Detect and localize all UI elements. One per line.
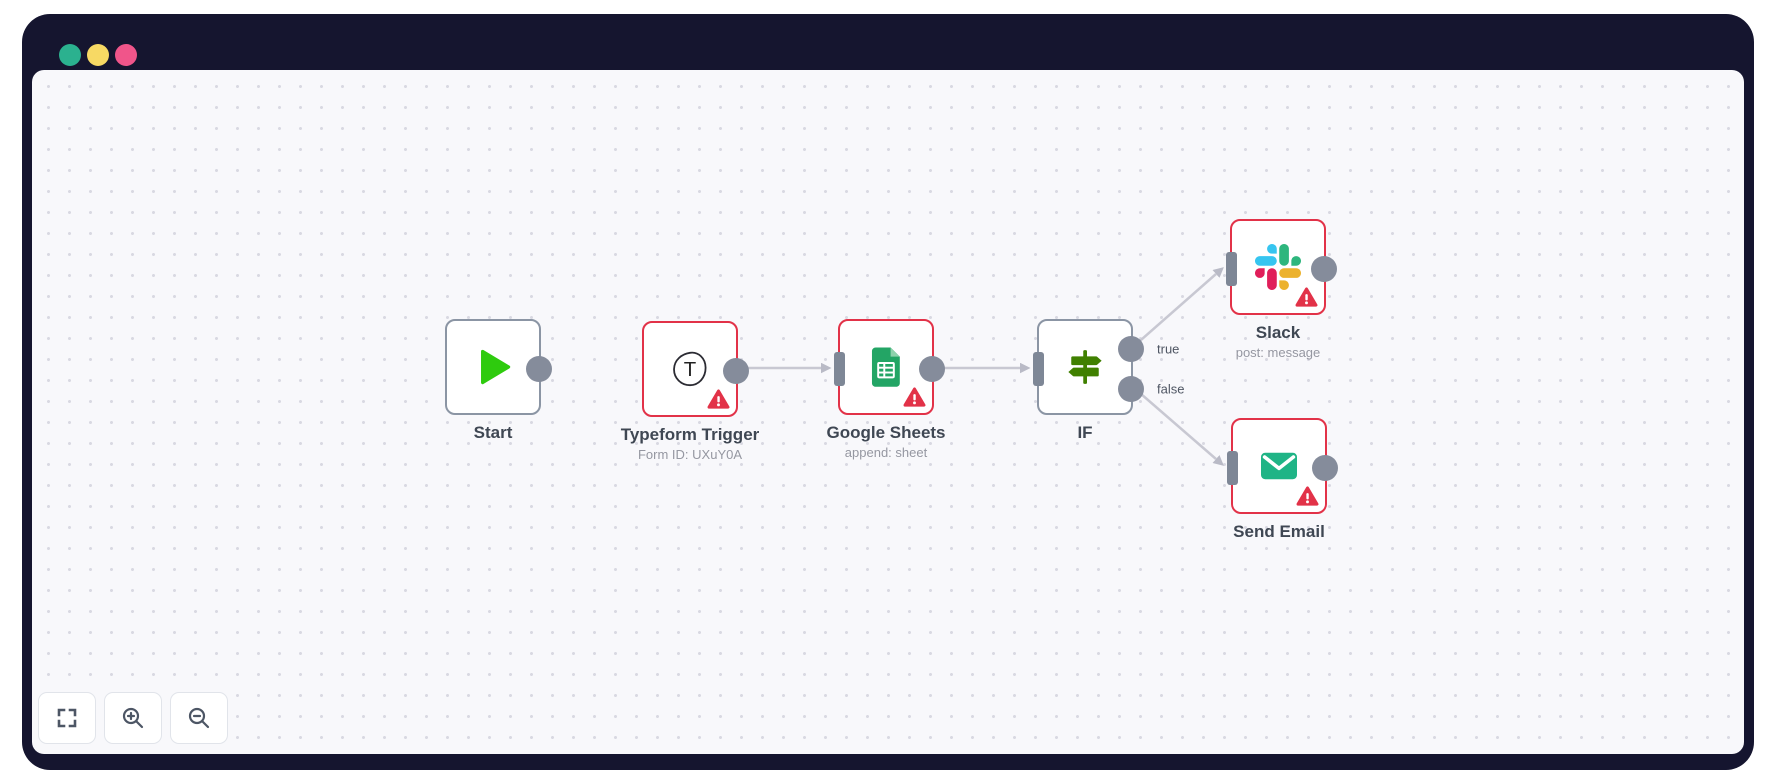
node-title: Google Sheets — [826, 423, 946, 442]
play-icon — [481, 349, 511, 385]
typeform-icon: T — [673, 351, 707, 387]
node-google-sheets[interactable]: Google Sheets append: sheet — [826, 319, 946, 460]
output-port[interactable] — [919, 356, 945, 382]
node-title: Typeform Trigger — [620, 425, 760, 444]
output-port[interactable] — [1312, 455, 1338, 481]
slack-icon — [1255, 244, 1301, 290]
branch-label-true: true — [1157, 341, 1180, 357]
node-title: Slack — [1255, 323, 1301, 342]
signpost-icon — [1068, 350, 1102, 384]
input-port[interactable] — [834, 352, 845, 386]
output-port[interactable] — [526, 356, 552, 382]
warning-icon — [1296, 486, 1319, 507]
output-port-true[interactable] — [1118, 336, 1144, 362]
node-start[interactable]: Start — [445, 319, 552, 442]
fit-view-icon — [57, 708, 77, 728]
app-window: Start T Typeform Trigger — [22, 14, 1754, 770]
node-typeform-trigger[interactable]: T Typeform Trigger Form ID: UXuY0A — [621, 321, 759, 462]
node-title: Send Email — [1233, 522, 1325, 541]
node-subtitle: append: sheet — [844, 445, 928, 460]
svg-text:T: T — [684, 359, 696, 381]
input-port[interactable] — [1227, 451, 1238, 485]
input-port[interactable] — [1033, 352, 1044, 386]
green-dot[interactable] — [59, 44, 81, 66]
workflow-canvas[interactable]: Start T Typeform Trigger — [32, 70, 1744, 754]
canvas-controls — [38, 692, 228, 744]
branch-label-false: false — [1157, 381, 1185, 397]
node-subtitle: Form ID: UXuY0A — [637, 447, 743, 462]
zoom-out-icon — [188, 707, 210, 729]
node-if[interactable]: true false IF — [1033, 319, 1184, 442]
warning-icon — [707, 389, 730, 410]
google-sheets-icon — [871, 347, 900, 387]
node-title: IF — [1077, 423, 1093, 442]
node-slack[interactable]: Slack post: message — [1226, 219, 1337, 360]
output-port[interactable] — [723, 358, 749, 384]
fit-view-button[interactable] — [38, 692, 96, 744]
warning-icon — [903, 387, 926, 408]
node-send-email[interactable]: Send Email — [1227, 418, 1338, 541]
output-port-false[interactable] — [1118, 376, 1144, 402]
zoom-in-icon — [122, 707, 144, 729]
zoom-out-button[interactable] — [170, 692, 228, 744]
titlebar — [22, 14, 1754, 70]
node-title: Start — [473, 423, 513, 442]
output-port[interactable] — [1311, 256, 1337, 282]
zoom-in-button[interactable] — [104, 692, 162, 744]
email-icon — [1261, 452, 1297, 480]
warning-icon — [1295, 287, 1318, 308]
input-port[interactable] — [1226, 252, 1237, 286]
yellow-dot[interactable] — [87, 44, 109, 66]
node-subtitle: post: message — [1235, 345, 1321, 360]
pink-dot[interactable] — [115, 44, 137, 66]
